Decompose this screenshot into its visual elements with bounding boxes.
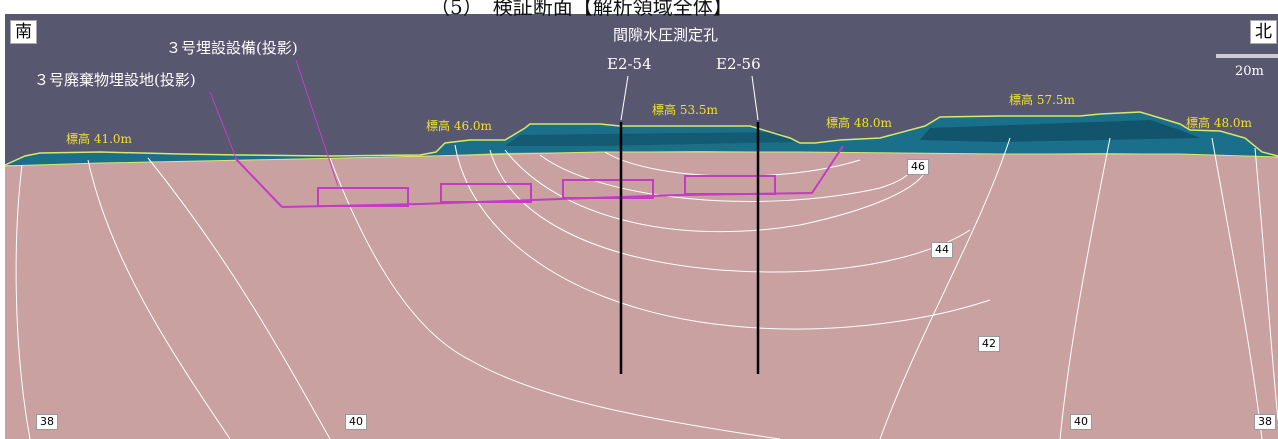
e2-56-label: E2-56 <box>716 55 761 73</box>
facility-boxes <box>317 175 776 207</box>
north-label: 北 <box>1250 20 1277 44</box>
scale-label: 20m <box>1235 64 1264 79</box>
fill-band <box>505 132 795 146</box>
contour-label-38-left: 38 <box>36 414 58 430</box>
elevation-535-label: 標高 53.5m <box>652 103 718 117</box>
section-title: （5） 検証断面【解析領域全体】 <box>430 0 733 19</box>
landfill3-label: ３号廃棄物埋設地(投影) <box>34 71 196 89</box>
contour-label-40-left: 40 <box>345 414 367 430</box>
contour-label-44: 44 <box>931 242 953 258</box>
elevation-575-label: 標高 57.5m <box>1009 93 1075 107</box>
contour-label-42: 42 <box>978 336 1000 352</box>
contour-label-38-right: 38 <box>1254 414 1276 430</box>
leader-e2-54 <box>620 75 629 121</box>
elevation-48-a-label: 標高 48.0m <box>826 116 892 130</box>
leader-facility <box>295 59 339 187</box>
leader-landfill <box>209 91 237 159</box>
contour-lines <box>15 137 1278 439</box>
south-label: 南 <box>10 20 37 44</box>
e2-54-label: E2-54 <box>607 55 652 73</box>
surface-outline <box>4 111 1278 166</box>
piezometer-title: 間隙水圧測定孔 <box>613 26 719 44</box>
facility3-label: ３号埋設設備(投影) <box>166 39 298 57</box>
elevation-41-label: 標高 41.0m <box>66 132 132 146</box>
base-outline <box>4 151 1278 167</box>
elevation-48-b-label: 標高 48.0m <box>1186 116 1252 130</box>
fill-band <box>920 120 1200 142</box>
scale-bar <box>1216 54 1278 58</box>
elevation-46-label: 標高 46.0m <box>426 119 492 133</box>
ground-body <box>5 112 1278 439</box>
contour-label-40-right: 40 <box>1070 414 1092 430</box>
contour-label-46: 46 <box>907 159 929 175</box>
leader-e2-56 <box>751 75 759 121</box>
